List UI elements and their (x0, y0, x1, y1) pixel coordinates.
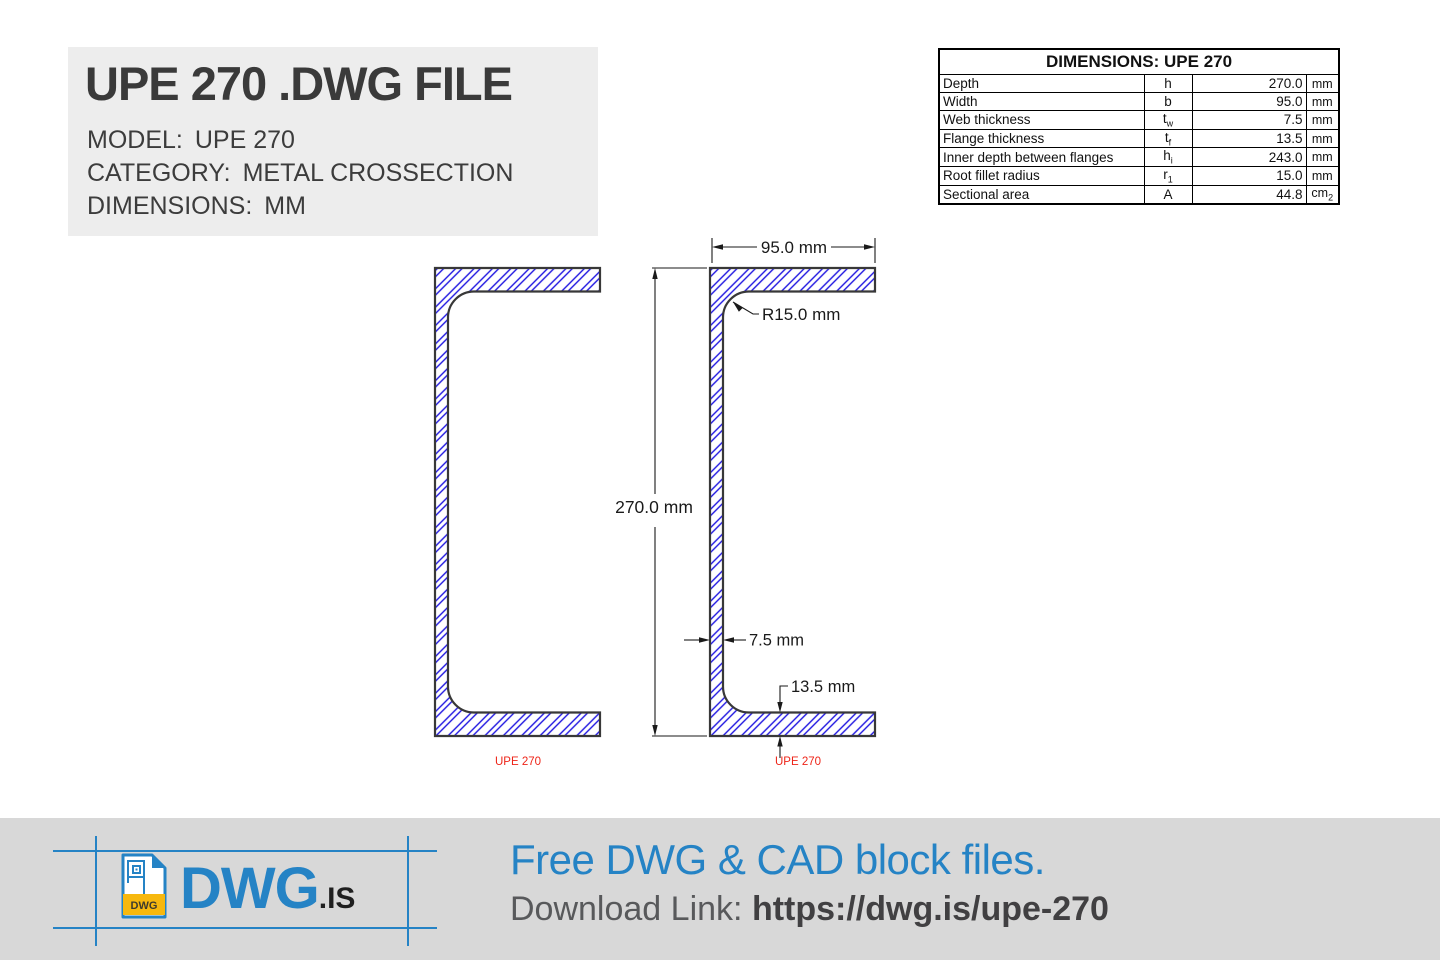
logo-frame-line-left (95, 836, 97, 946)
row-symbol: A (1143, 184, 1193, 205)
section-label-left: UPE 270 (495, 756, 541, 768)
category-value: METAL CROSSECTION (242, 159, 514, 187)
row-symbol: tw (1143, 110, 1193, 130)
web-dim-text: 7.5 mm (749, 632, 804, 650)
row-unit: mm (1305, 147, 1340, 168)
logo-frame-line-bottom (53, 927, 437, 929)
download-line: Download Link: https://dwg.is/upe-270 (510, 888, 1109, 930)
logo-is-text: .IS (318, 882, 356, 915)
drawing-canvas: 95.0 mm R15.0 mm 270.0 mm 7.5 mm (433, 238, 877, 768)
row-symbol: b (1143, 92, 1193, 111)
dwg-file-icon: DWG (121, 853, 167, 919)
dimensions-row: DIMENSIONS: MM (87, 190, 598, 223)
model-value: UPE 270 (194, 126, 295, 154)
row-unit: mm (1305, 128, 1340, 149)
flange-thickness-dimension: 13.5 mm (777, 678, 855, 758)
row-symbol: r1 (1143, 166, 1193, 186)
section-label-right: UPE 270 (775, 756, 821, 768)
row-symbol: tf (1143, 128, 1193, 149)
download-link[interactable]: https://dwg.is/upe-270 (751, 890, 1109, 928)
model-row: MODEL: UPE 270 (87, 124, 598, 157)
row-unit: mm (1305, 110, 1340, 130)
row-unit: mm (1305, 166, 1340, 186)
row-unit: mm (1305, 74, 1340, 93)
row-name: Web thickness (938, 110, 1145, 130)
logo-frame-line-top (53, 850, 437, 852)
row-name: Flange thickness (938, 128, 1145, 149)
width-dimension: 95.0 mm (711, 238, 876, 263)
dwg-badge-text: DWG (131, 900, 158, 912)
radius-dimension: R15.0 mm (732, 301, 840, 324)
channel-section-left (433, 266, 602, 738)
row-unit: mm (1305, 92, 1340, 111)
row-symbol: h (1143, 74, 1193, 93)
dimensions-value: MM (264, 192, 306, 220)
page-title: UPE 270 .DWG FILE (85, 57, 513, 110)
download-label: Download Link: (510, 890, 743, 928)
row-name: Depth (938, 74, 1145, 93)
dimensions-label: DIMENSIONS: (87, 192, 253, 220)
table-header: DIMENSIONS: UPE 270 (938, 48, 1340, 75)
logo-frame-line-right (407, 836, 409, 946)
row-name: Sectional area (938, 184, 1145, 205)
channel-section-right (708, 266, 877, 738)
logo-wordmark: DWG.IS (180, 858, 355, 920)
category-label: CATEGORY: (87, 159, 231, 187)
row-name: Inner depth between flanges (938, 147, 1145, 168)
depth-dim-text: 270.0 mm (615, 497, 693, 517)
depth-dimension: 270.0 mm (615, 267, 707, 737)
flange-dim-text: 13.5 mm (791, 678, 855, 696)
footer: DWG DWG.IS Free DWG & CAD block files. D… (0, 818, 1440, 960)
row-value: 15.0 (1191, 166, 1307, 186)
title-card: UPE 270 .DWG FILE MODEL: UPE 270 CATEGORY… (68, 47, 598, 236)
row-unit: cm2 (1305, 184, 1340, 205)
row-value: 95.0 (1191, 92, 1307, 111)
radius-dim-text: R15.0 mm (762, 305, 840, 324)
logo-dwg-text: DWG (180, 856, 320, 921)
row-value: 7.5 (1191, 110, 1307, 130)
file-info: MODEL: UPE 270 CATEGORY: METAL CROSSECTION… (87, 124, 598, 223)
row-value: 44.8 (1191, 184, 1307, 205)
category-row: CATEGORY: METAL CROSSECTION (87, 157, 598, 190)
web-thickness-dimension: 7.5 mm (684, 632, 804, 650)
row-value: 243.0 (1191, 147, 1307, 168)
model-label: MODEL: (87, 126, 183, 154)
footer-tagline: Free DWG & CAD block files. (510, 836, 1045, 883)
row-name: Width (938, 92, 1145, 111)
row-value: 13.5 (1191, 128, 1307, 149)
row-symbol: hi (1143, 147, 1193, 168)
row-value: 270.0 (1191, 74, 1307, 93)
row-name: Root fillet radius (938, 166, 1145, 186)
width-dim-text: 95.0 mm (761, 238, 827, 257)
